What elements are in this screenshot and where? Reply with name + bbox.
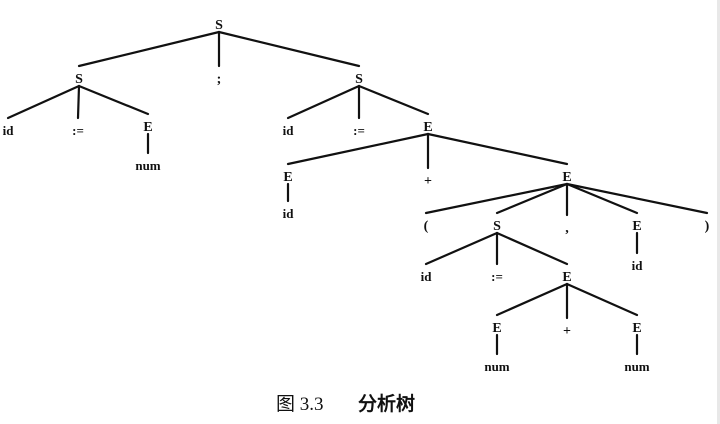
tree-edge — [565, 182, 709, 215]
tree-node-label: S — [493, 219, 501, 234]
tree-node-label: E — [632, 219, 641, 234]
tree-edge — [76, 84, 81, 120]
tree-node-label: id — [632, 258, 644, 273]
tree-node-label: , — [565, 221, 569, 236]
tree-node-label: id — [283, 206, 295, 221]
figure-caption: 图 3.3 分析树 — [276, 392, 415, 415]
tree-node-label: ( — [424, 219, 429, 234]
tree-node-label: E — [562, 270, 571, 285]
tree-edge — [495, 182, 569, 215]
tree-node-label: num — [135, 158, 160, 173]
caption-title: 分析树 — [358, 392, 415, 415]
tree-edge — [6, 84, 81, 120]
tree-node-label: E — [143, 120, 152, 135]
tree-node-label: id — [283, 123, 295, 138]
tree-node-label: ; — [217, 72, 222, 87]
tree-node-label: id — [3, 123, 15, 138]
tree-node-label: E — [283, 170, 292, 185]
tree-node-label: id — [421, 269, 433, 284]
tree-edge — [77, 30, 221, 68]
tree-edge — [286, 132, 430, 166]
tree-edge — [495, 231, 569, 266]
tree-edges — [6, 30, 709, 356]
tree-node-label: S — [75, 72, 83, 87]
tree-node-label: + — [563, 324, 571, 339]
tree-edge — [495, 282, 569, 317]
tree-node-label: S — [355, 72, 363, 87]
tree-node-label: E — [562, 170, 571, 185]
tree-edge — [286, 84, 361, 120]
tree-edge — [357, 84, 430, 116]
tree-node-label: num — [624, 359, 649, 374]
tree-node-label: E — [492, 321, 501, 336]
tree-edge — [424, 182, 569, 215]
tree-node-label: E — [632, 321, 641, 336]
tree-node-label: E — [423, 120, 432, 135]
tree-node-label: := — [353, 123, 365, 138]
tree-edge — [217, 30, 361, 68]
caption-figure-number: 图 3.3 — [276, 394, 324, 415]
tree-node-label: ) — [705, 219, 710, 234]
tree-node-label: := — [72, 123, 84, 138]
tree-node-label: + — [424, 174, 432, 189]
tree-edge — [77, 84, 150, 116]
tree-node-label: num — [484, 359, 509, 374]
tree-node-label: := — [491, 269, 503, 284]
tree-edge — [565, 282, 639, 317]
tree-edge — [424, 231, 499, 266]
page-edge-divider — [717, 0, 720, 424]
tree-node-label: S — [215, 18, 223, 33]
tree-edge — [565, 182, 639, 215]
tree-edge — [426, 132, 569, 166]
